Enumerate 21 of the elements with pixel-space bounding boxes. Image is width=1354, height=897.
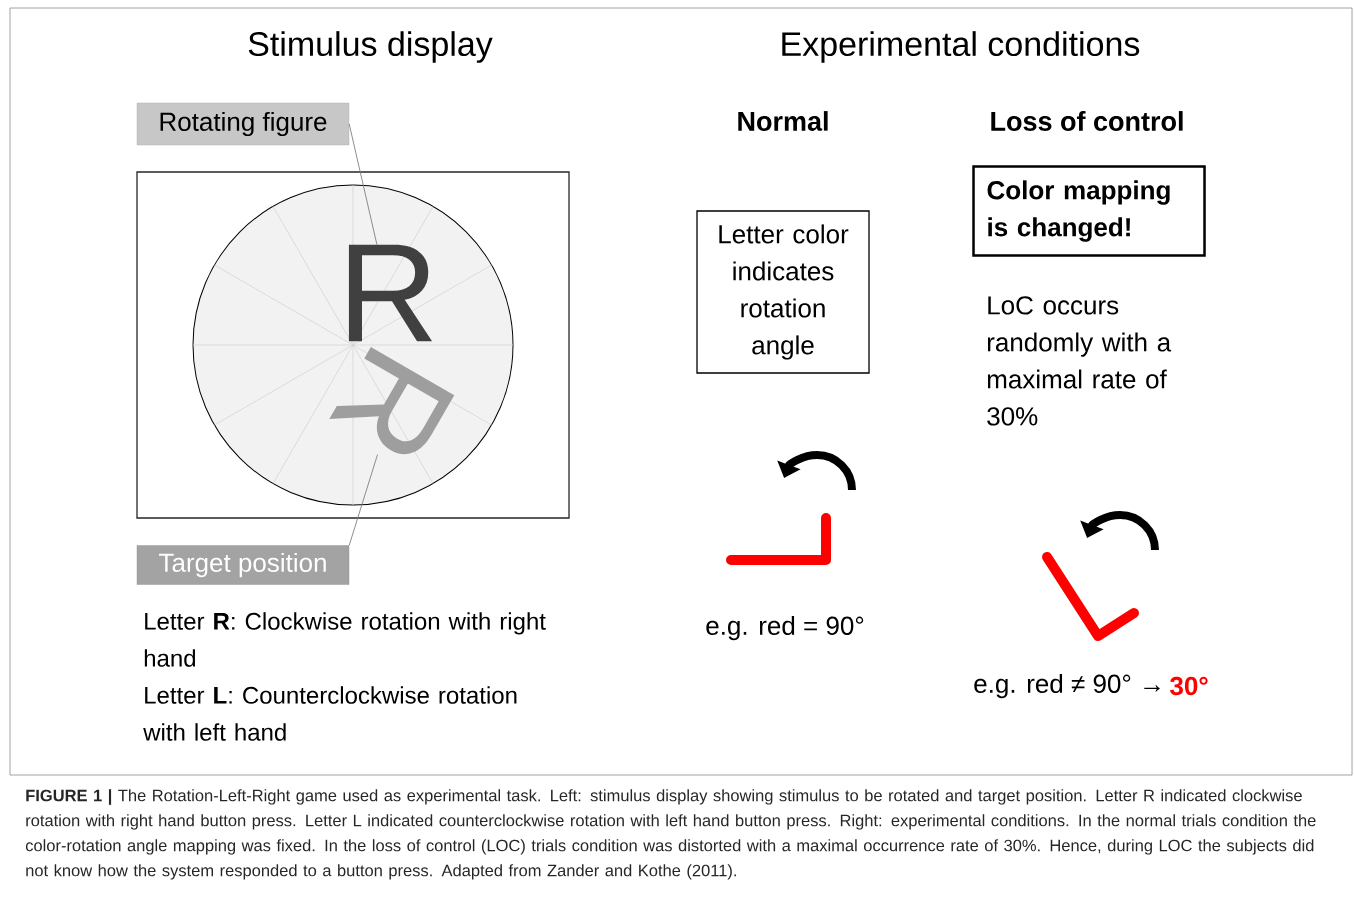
example-text: e.g. red ≠ 90° →: [974, 673, 1160, 699]
column-heading: Normal: [738, 111, 828, 131]
heading: Stimulus display: [248, 31, 493, 63]
text-box: Letter color indicates rotation angle: [696, 210, 870, 374]
example-text: e.g. red = 90°: [706, 615, 864, 641]
instruction-text: Letter L: Counterclockwise rotation with left hand: [143, 686, 517, 741]
leader-line: [348, 454, 378, 546]
display-frame: [136, 171, 570, 519]
description-text: LoC occurs randomly with a maximal rate of 30%: [987, 296, 1172, 426]
stimulus-circle: [192, 184, 514, 506]
rotating-letter: R: [348, 244, 433, 342]
target-letter: R: [329, 347, 455, 455]
label-box: Rotating figure: [136, 102, 350, 146]
instruction-text: Letter R: Clockwise rotation with right hand: [144, 612, 546, 667]
text-box: Color mapping is changed!: [972, 165, 1206, 257]
label-box: Target position: [136, 545, 350, 585]
heading: Experimental conditions: [782, 31, 1140, 63]
leader-line: [348, 123, 378, 246]
example-value: 30°: [1170, 676, 1208, 696]
column-heading: Loss of control: [991, 111, 1183, 131]
caption: FIGURE 1 | The Rotation-Left-Right game used as experimental task. Left: stimulus display showing stimulus to be rotated and target position. Letter R indicated clockwise rotation with right hand button press. Letter L indicated counterclockwise rotation with left hand button press. Right: experimental conditions. In the normal trials condition the color-rotation angle mapping was fixed. In the loss of control (LOC) trials condition was distorted with a maximal occurrence rate of 30%. Hence, during LOC the subjects did not know how the system responded to a button press. Adapted from Zander and Kothe (2011).: [25, 789, 1316, 880]
